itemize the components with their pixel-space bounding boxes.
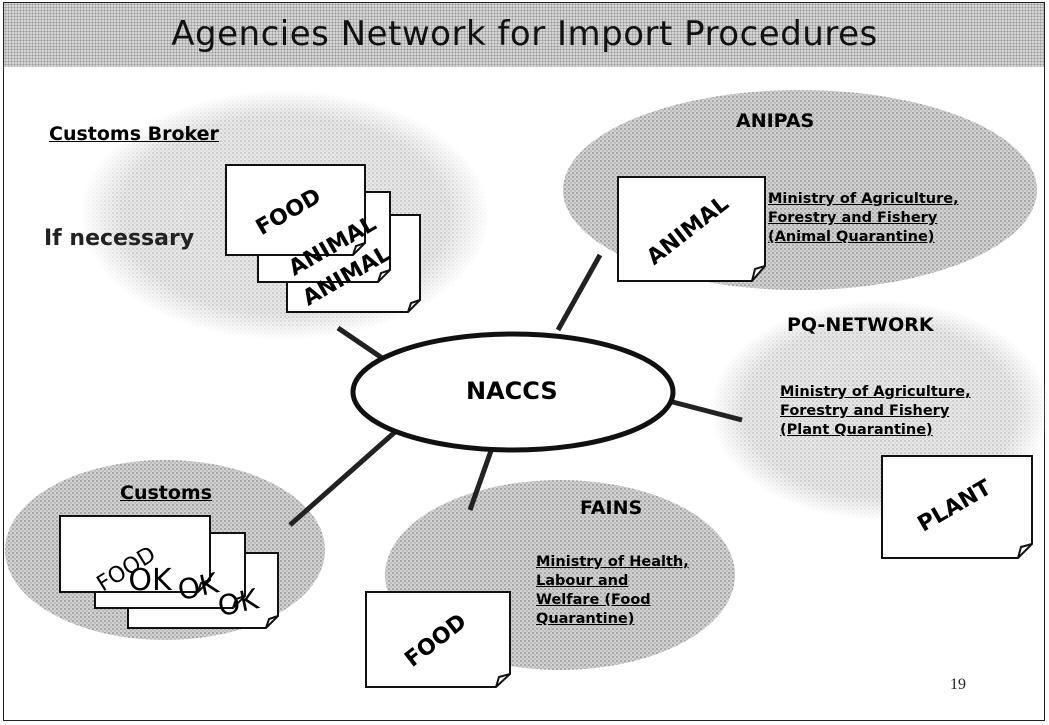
fains-ministry-line-2: Labour and [536,573,629,589]
anipas-ministry-line-2: Forestry and Fishery [768,210,938,226]
link-anipas [555,253,603,332]
naccs-hub [350,331,676,453]
plant-doc [881,455,1033,559]
fains-ministry-line-3: Welfare (Food [536,592,651,608]
anipas-heading: ANIPAS [736,110,815,132]
pq-network-ministry: Ministry of Agriculture, Forestry and Fi… [780,383,971,440]
fains-ministry-line-1: Ministry of Health, [536,554,689,570]
link-customs [288,430,397,527]
customs-doc-stack [59,515,279,629]
fains-ministry: Ministry of Health, Labour and Welfare (… [536,553,689,629]
naccs-label: NACCS [466,377,558,405]
link-fains [467,447,495,511]
link-pq-network [664,397,743,423]
customs-doc-front [59,515,211,593]
customs-doc-front-stamp: OK [128,563,173,598]
if-necessary-note: If necessary [44,226,195,251]
fains-heading: FAINS [580,497,643,519]
broker-doc-front [225,164,366,256]
link-customs-broker [336,325,387,363]
anipas-doc [617,176,766,282]
anipas-ministry-line-1: Ministry of Agriculture, [768,191,959,207]
title-band [4,3,1044,67]
pq-ministry-line-3: (Plant Quarantine) [780,422,933,438]
anipas-ministry: Ministry of Agriculture, Forestry and Fi… [768,190,959,247]
anipas-ministry-line-3: (Animal Quarantine) [768,229,935,245]
fains-ministry-line-4: Quarantine) [536,611,635,627]
fains-doc [365,591,511,688]
pq-ministry-line-2: Forestry and Fishery [780,403,950,419]
broker-doc-stack [225,164,421,313]
customs-heading: Customs [120,482,213,504]
customs-broker-heading: Customs Broker [49,123,219,145]
pq-network-heading: PQ-NETWORK [787,314,934,336]
page-number: 19 [950,676,966,693]
slide-title: Agencies Network for Import Procedures [171,14,878,54]
pq-ministry-line-1: Ministry of Agriculture, [780,384,971,400]
